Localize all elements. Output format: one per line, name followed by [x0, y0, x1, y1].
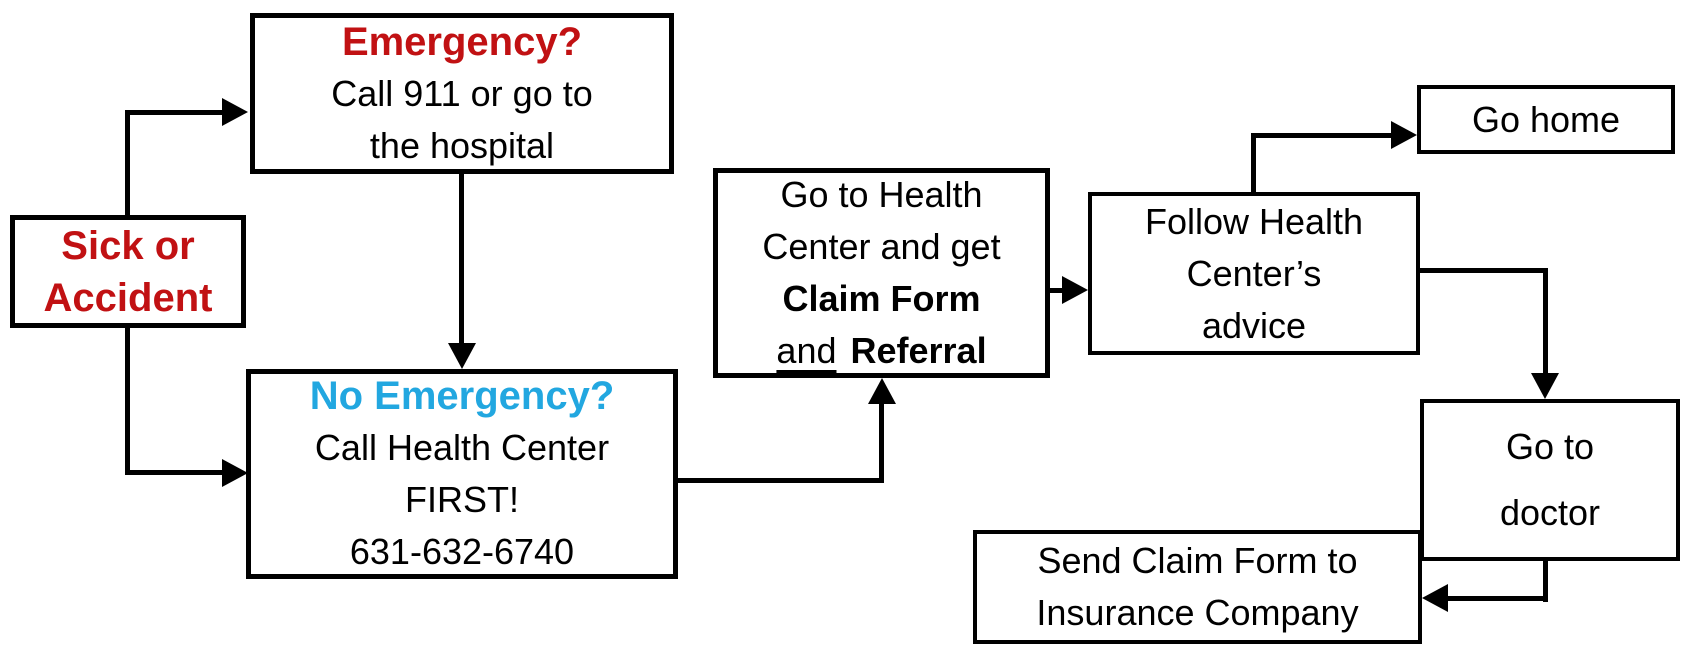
node-label: Follow Health: [1144, 200, 1364, 242]
node-heading: Emergency?: [341, 19, 583, 64]
arrow-segment: [1251, 133, 1256, 192]
node-label: advice: [1201, 304, 1307, 346]
node-label: the hospital: [369, 124, 555, 166]
node-emergency: Emergency? Call 911 or go to the hospita…: [250, 13, 674, 174]
arrow-segment: [1448, 596, 1548, 601]
node-sick-or-accident: Sick or Accident: [10, 215, 246, 328]
node-label: Accident: [43, 275, 213, 320]
arrow-segment: [125, 110, 130, 215]
node-label: Sick or: [61, 223, 195, 268]
arrowhead-down-icon: [1531, 373, 1559, 399]
arrow-segment: [125, 470, 226, 475]
node-label: Call 911 or go to: [331, 72, 593, 114]
node-label: Go to: [1505, 426, 1595, 467]
node-label: FIRST!: [405, 479, 519, 520]
arrowhead-up-icon: [868, 378, 896, 404]
node-send-claim-form: Send Claim Form to Insurance Company: [973, 530, 1422, 644]
arrow-segment: [125, 328, 130, 475]
node-label: Claim Form: [782, 278, 981, 319]
arrow-segment: [1543, 268, 1548, 375]
node-label: doctor: [1499, 492, 1601, 533]
node-go-to-doctor: Go to doctor: [1420, 399, 1680, 561]
arrow-segment: [678, 478, 884, 483]
bold-word: Referral: [850, 330, 987, 371]
arrowhead-right-icon: [222, 98, 248, 126]
arrow-segment: [879, 402, 884, 483]
node-heading: No Emergency?: [309, 374, 615, 418]
arrow-segment: [1420, 268, 1548, 273]
underlined-word: and: [776, 330, 837, 371]
node-label: 631-632-6740: [349, 531, 575, 572]
arrowhead-right-icon: [1391, 121, 1417, 149]
arrow-segment: [1251, 133, 1393, 138]
arrowhead-left-icon: [1422, 584, 1448, 612]
arrowhead-right-icon: [222, 459, 248, 487]
arrowhead-down-icon: [448, 343, 476, 369]
node-label: Go to Health: [780, 174, 983, 215]
arrowhead-right-icon: [1062, 276, 1088, 304]
node-label: Send Claim Form to: [1037, 540, 1358, 581]
node-label: and Referral: [776, 325, 986, 377]
node-label: Go home: [1471, 98, 1621, 140]
arrow-segment: [1050, 288, 1066, 293]
node-follow-advice: Follow Health Center’s advice: [1088, 192, 1420, 355]
arrow-segment: [1543, 561, 1548, 602]
node-health-center: Go to Health Center and get Claim Form a…: [713, 168, 1050, 378]
node-label: Call Health Center: [314, 427, 610, 468]
arrow-segment: [459, 173, 464, 345]
node-go-home: Go home: [1417, 85, 1675, 154]
arrow-segment: [125, 110, 226, 115]
node-label: Center and get: [762, 226, 1001, 267]
node-label: Insurance Company: [1036, 592, 1359, 633]
node-label: Center’s: [1186, 252, 1322, 294]
node-no-emergency: No Emergency? Call Health Center FIRST! …: [246, 369, 678, 579]
